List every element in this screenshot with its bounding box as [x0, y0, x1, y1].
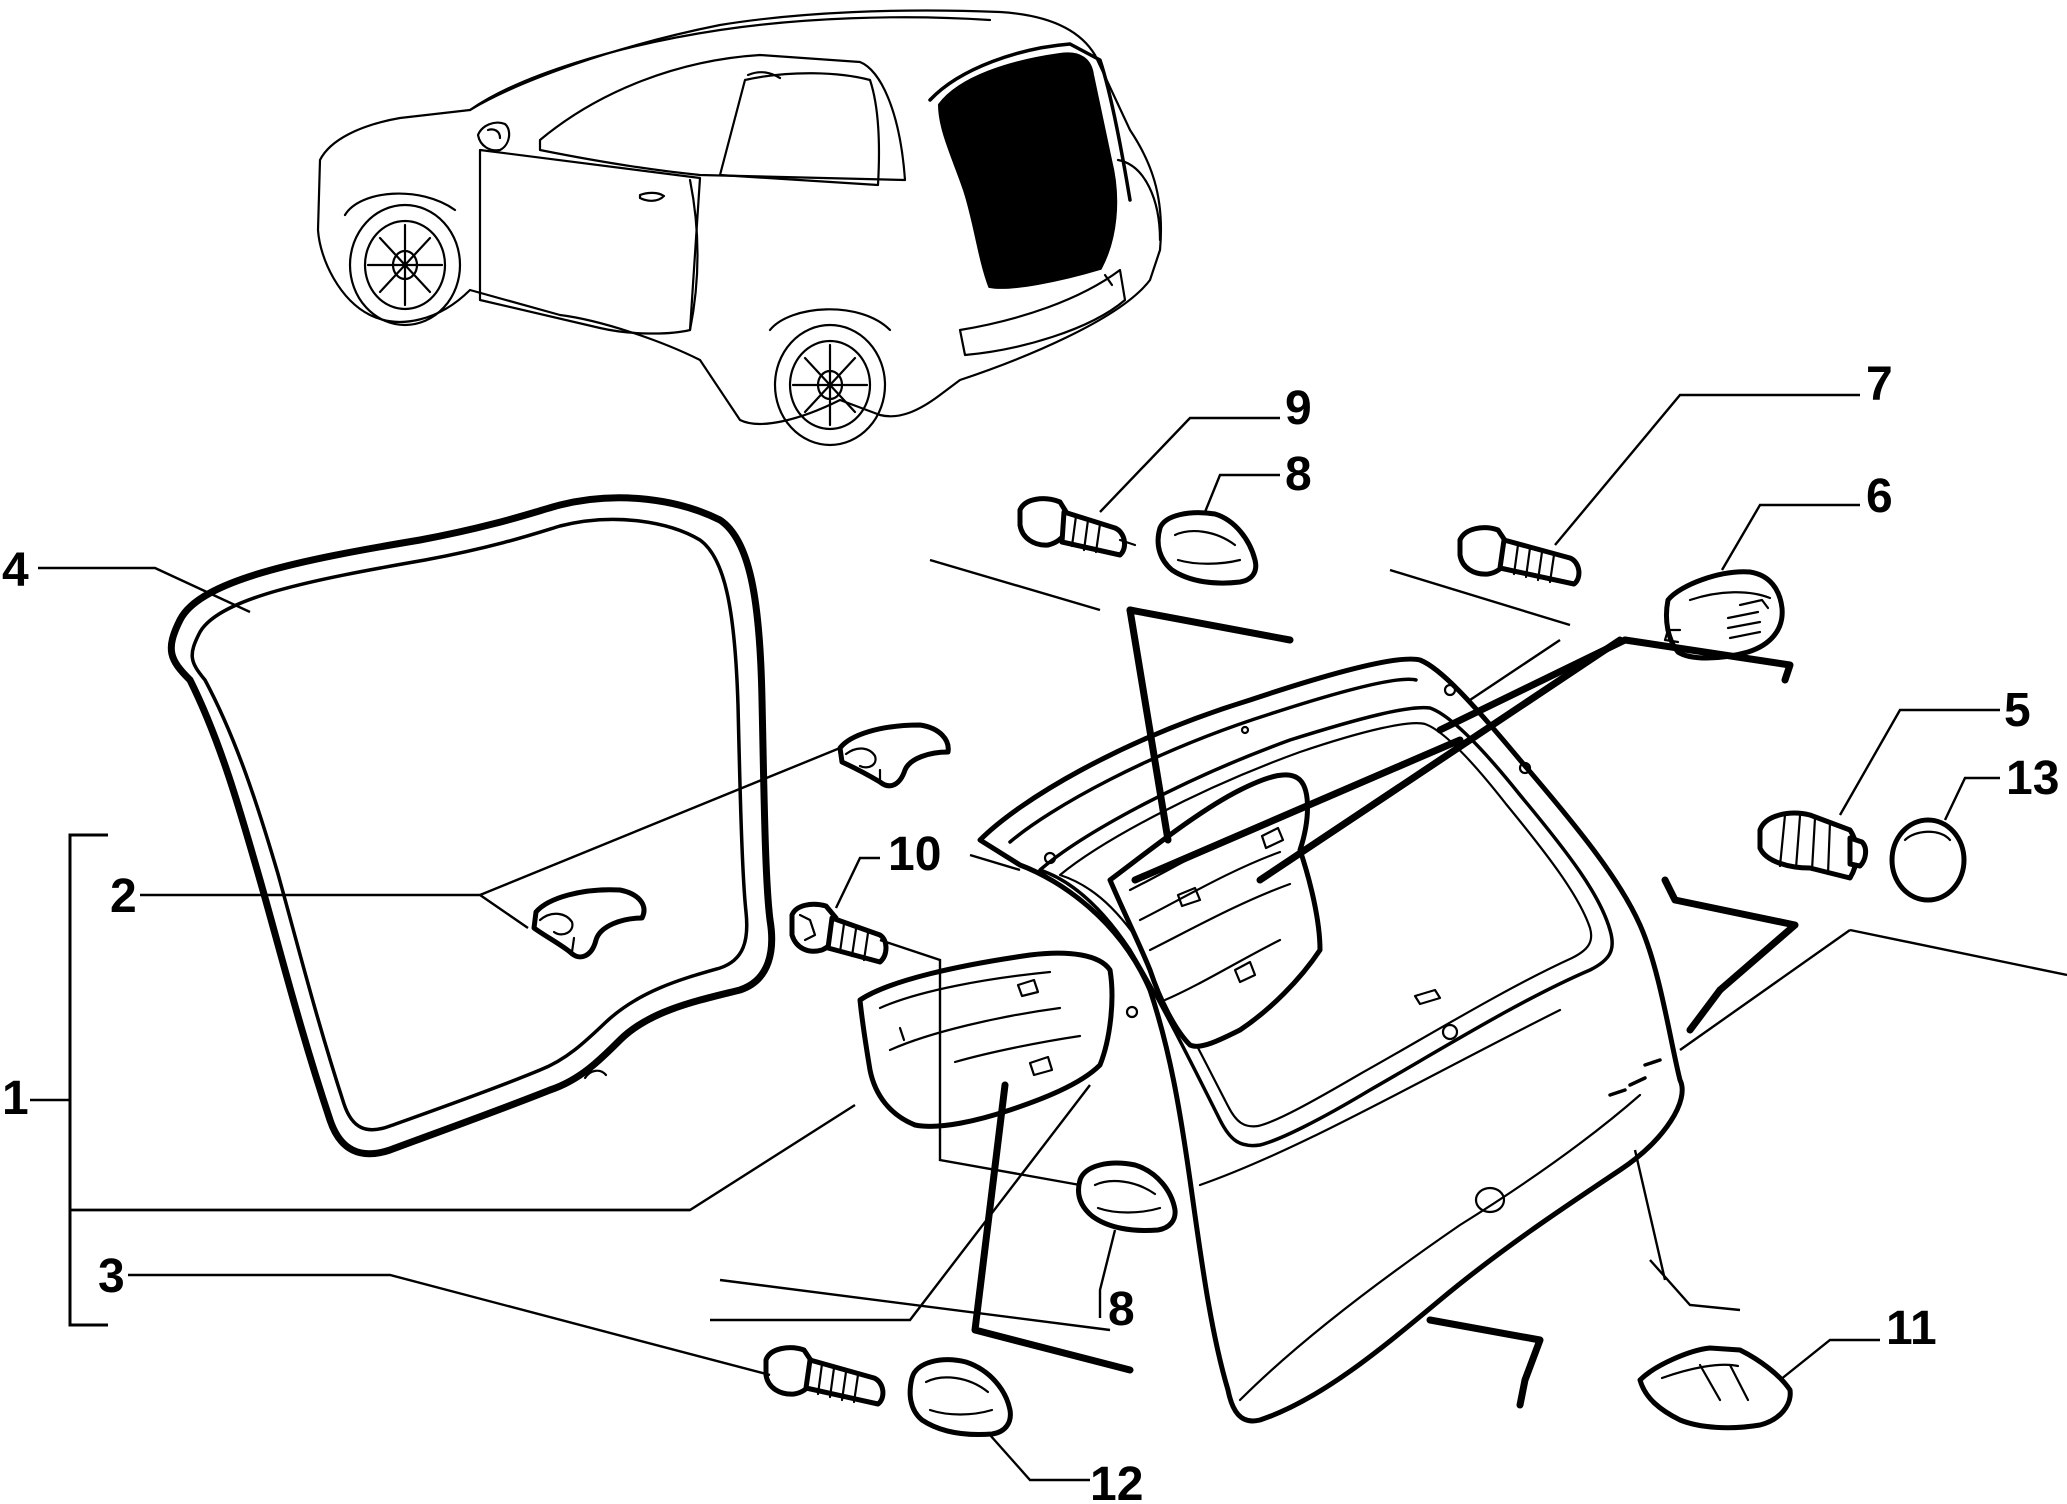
seal-clip-part-2-lower	[531, 887, 647, 960]
callout-9: 9	[1285, 382, 1312, 435]
grommet-part-5	[1757, 810, 1869, 881]
callout-11: 11	[1886, 1302, 1937, 1355]
inner-trim-panel-upper	[1107, 772, 1323, 1049]
callout-5: 5	[2004, 684, 2031, 737]
callout-6: 6	[1866, 470, 1893, 523]
callout-4: 4	[2, 544, 29, 597]
callout-8-lower: 8	[1108, 1283, 1135, 1336]
callout-10: 10	[888, 828, 941, 881]
callout-13: 13	[2006, 752, 2059, 805]
screw-part-3	[763, 1345, 886, 1407]
tailgate-seal-part-4	[167, 494, 776, 1158]
callout-3: 3	[98, 1250, 125, 1303]
callout-7: 7	[1866, 358, 1893, 411]
nut-part-8-lower	[1076, 1160, 1178, 1233]
screw-part-7	[1457, 525, 1582, 587]
callout-2: 2	[110, 870, 137, 923]
screw-part-9	[1017, 496, 1137, 558]
leader-lines	[30, 393, 2000, 1482]
inner-trim-panel-lower	[857, 950, 1115, 1129]
section-lines	[719, 558, 2067, 1409]
nut-part-8-upper	[1155, 510, 1259, 586]
screw-part-10	[789, 901, 889, 965]
bump-stop-part-11	[1637, 1345, 1793, 1431]
connector-part-6	[1663, 569, 1785, 661]
nut-part-12	[907, 1357, 1013, 1437]
cap-part-13	[1889, 817, 1967, 903]
seal-clip-part-2-upper	[837, 722, 951, 789]
callout-8-upper: 8	[1285, 448, 1312, 501]
callout-labels: 1 2 3 4 5 6 7 8 8 9 10 11 12 13	[2, 358, 2059, 1504]
car-overview-illustration	[316, 9, 1163, 447]
callout-1: 1	[2, 1072, 29, 1125]
callout-12: 12	[1090, 1458, 1143, 1504]
